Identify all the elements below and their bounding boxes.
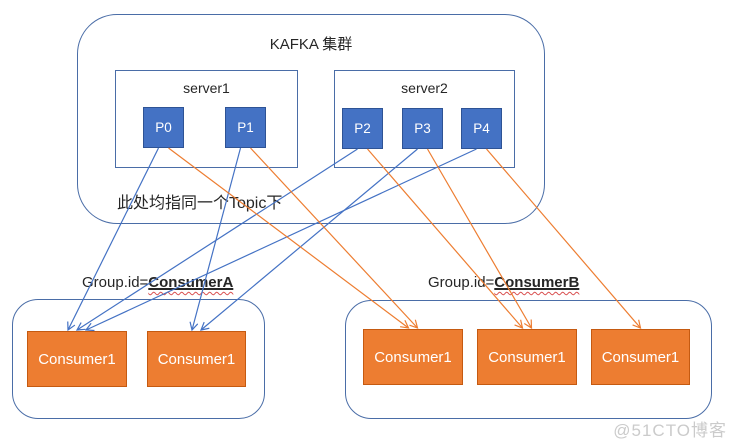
partition-p4-label: P4 [473,121,490,136]
group-a-consumer-1: Consumer1 [27,331,127,387]
partition-p1-label: P1 [237,120,254,135]
group-a-consumer-1-label: Consumer1 [38,350,116,368]
group-b-consumer-1-label: Consumer1 [374,348,452,366]
server1-label: server1 [183,80,230,96]
group-b-consumer-2: Consumer1 [477,329,577,385]
partition-p1: P1 [225,107,266,148]
51cto-watermark: @51CTO博客 [613,421,727,440]
group-a-consumer-2: Consumer1 [147,331,246,387]
partition-p3-label: P3 [414,121,431,136]
group-b-name: ConsumerB [494,274,580,291]
partition-p0-label: P0 [155,120,172,135]
group-b-consumer-3-label: Consumer1 [601,348,680,366]
group-a-consumer-2-label: Consumer1 [157,350,236,368]
kafka-cluster-title: KAFKA 集群 [269,36,353,53]
group-b-consumer-3: Consumer1 [591,329,690,385]
partition-p3: P3 [402,108,443,149]
group-b-consumer-1: Consumer1 [363,329,463,385]
group-a-name: ConsumerA [148,274,234,291]
same-topic-note: 此处均指同一个Topic下 [117,195,283,212]
group-b-label-prefix: Group.id= [428,274,495,291]
group-b-consumer-2-label: Consumer1 [488,348,566,366]
partition-p4: P4 [461,108,502,149]
group-a-label-prefix: Group.id= [82,274,149,291]
consumer-group-b-label: Group.id=ConsumerB [428,274,579,291]
partition-p0: P0 [143,107,184,148]
partition-p2: P2 [342,108,383,149]
consumer-group-a-label: Group.id=ConsumerA [82,274,233,291]
server2-label: server2 [401,80,448,96]
partition-p2-label: P2 [354,121,371,136]
